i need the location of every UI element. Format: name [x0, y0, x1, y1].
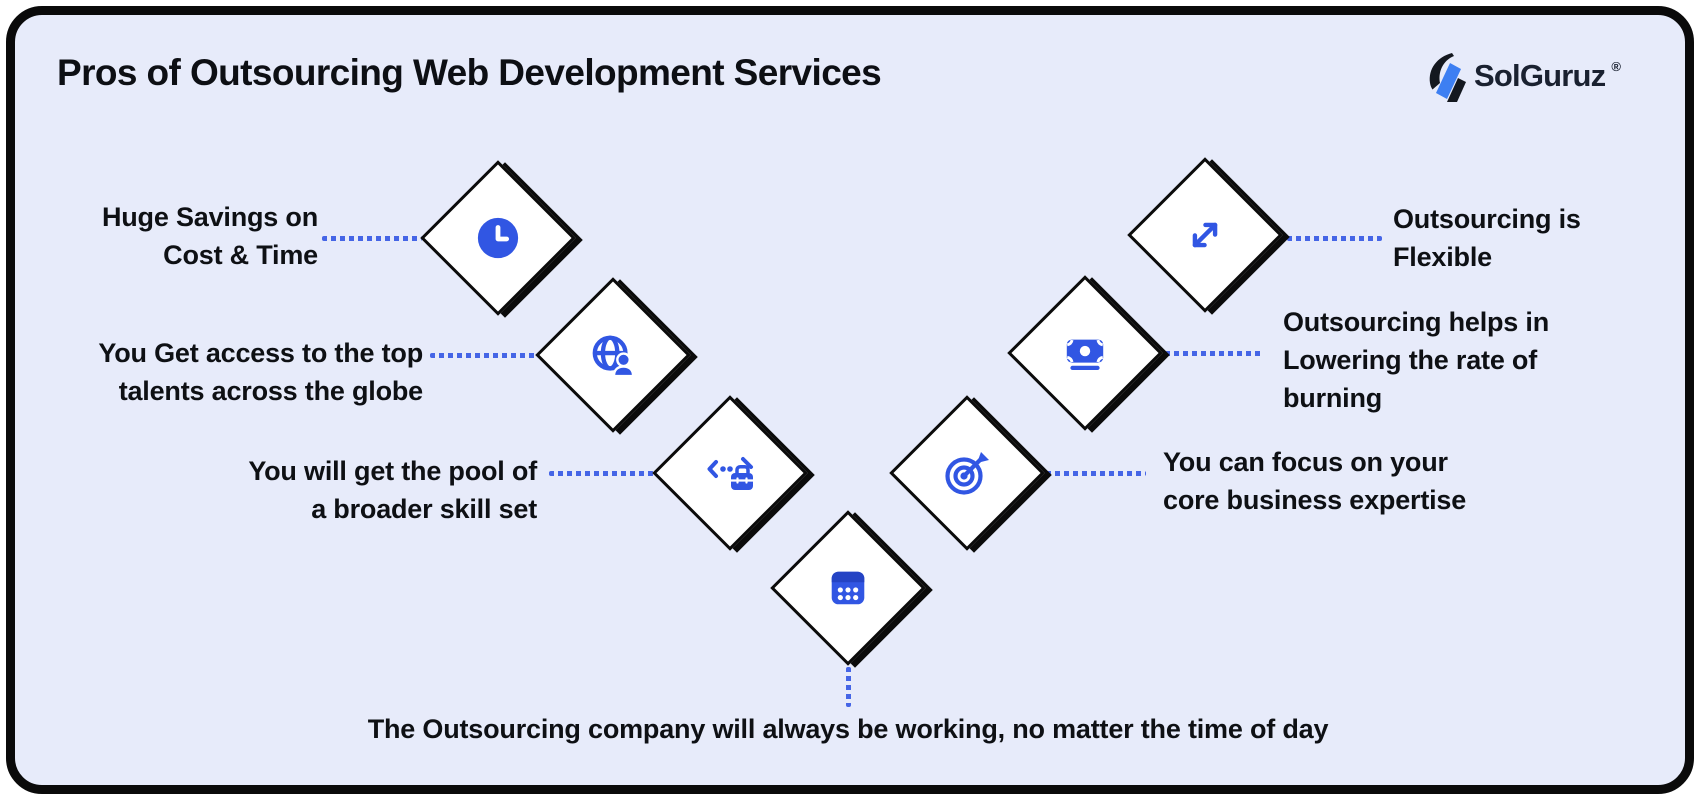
connector-dotted-line [1165, 351, 1263, 356]
connector-dotted-line [1046, 471, 1146, 476]
money-icon [1066, 339, 1104, 371]
diamond-face [1007, 275, 1163, 431]
diamond-face [652, 395, 808, 551]
diamond-node [1007, 275, 1170, 433]
registered-mark-icon: ® [1611, 59, 1621, 74]
calendar-icon [831, 571, 865, 605]
solguruz-logo-text: SolGuruz [1474, 58, 1606, 93]
expand-arrows-icon [1192, 222, 1218, 248]
solguruz-logo-icon [1429, 53, 1466, 102]
item-label-cost-time: Huge Savings on Cost & Time [101, 202, 318, 270]
diamond-node [652, 395, 815, 553]
item-label-flexible: Outsourcing is Flexible [1393, 204, 1581, 272]
globe-user-icon [592, 335, 635, 378]
diamond-face [535, 277, 691, 433]
diamond-face [420, 160, 576, 316]
clock-icon [477, 217, 519, 259]
connector-dotted-line [322, 236, 422, 241]
diamond-face [889, 395, 1045, 551]
diamond-face [1127, 157, 1283, 313]
connector-dotted-line [1287, 236, 1382, 241]
diamond-node [889, 395, 1052, 553]
diamond-node [535, 277, 698, 435]
connector-dotted-line [549, 471, 654, 476]
solguruz-logo: SolGuruz ® [1426, 52, 1621, 102]
item-label-skill-set: You will get the pool of a broader skill… [248, 456, 537, 524]
connector-dotted-line [846, 667, 851, 707]
code-toolbox-icon [707, 457, 753, 490]
diamond-node [1127, 157, 1290, 315]
connector-dotted-line [430, 353, 537, 358]
item-label-burn-rate: Outsourcing helps in Lowering the rate o… [1283, 307, 1550, 413]
item-label-top-talents: You Get access to the top talents across… [98, 338, 423, 406]
diamond-face [770, 510, 926, 666]
item-label-always-working: The Outsourcing company will always be w… [367, 714, 1329, 744]
target-arrow-icon [945, 452, 989, 495]
diamond-node [420, 160, 583, 318]
item-label-core-focus: You can focus on your core business expe… [1163, 447, 1467, 515]
page-title: Pros of Outsourcing Web Development Serv… [57, 52, 882, 93]
diamond-node [770, 510, 933, 668]
